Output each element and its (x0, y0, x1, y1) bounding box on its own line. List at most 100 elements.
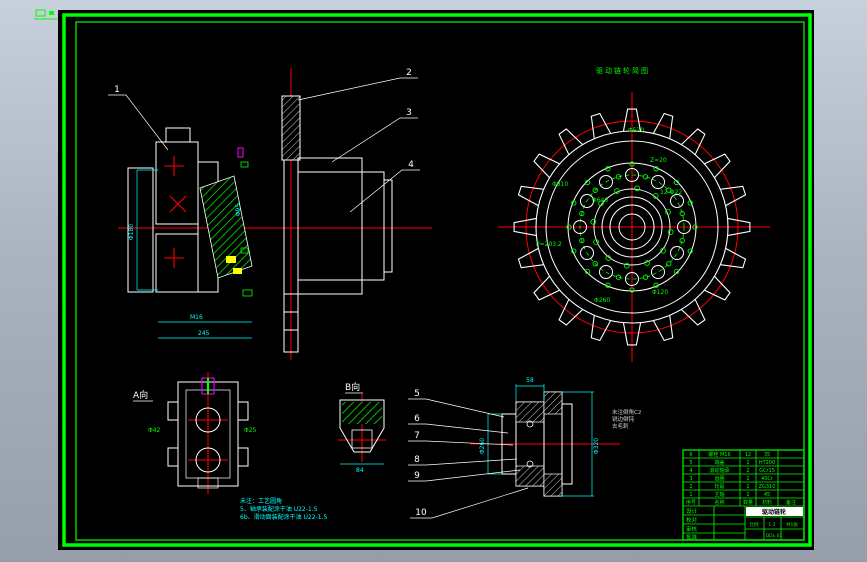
callout-1: 1 (114, 85, 120, 95)
dim-label: M16 (190, 314, 203, 321)
dim-label: 245 (198, 330, 210, 337)
technical-notes: 未注：工艺圆角 5、轴承装配涂干油 U22-1.5 6b、滑动面装配涂干油 U2… (240, 408, 641, 521)
bom-cell: 5 (689, 460, 692, 466)
callout-6: 6 (414, 414, 420, 424)
drawing-frame (62, 13, 812, 547)
dim-label: Φ120 (652, 289, 668, 296)
callout-9: 9 (414, 471, 420, 481)
sprocket-view (513, 108, 751, 346)
title-block-grid (682, 449, 805, 541)
dim-label: Φ95 (235, 204, 242, 217)
dim-label: Φ520 (628, 127, 644, 134)
bom-cell: 6 (689, 452, 692, 458)
bom-cell: 4 (689, 468, 692, 474)
bom-cell: 45 (764, 492, 770, 498)
bom-header-cell: 名称 (714, 499, 724, 506)
bom-cell: 1 (689, 492, 692, 498)
callout-8: 8 (414, 455, 420, 465)
dim-label: Φ25 (244, 427, 257, 434)
bom-cell: 1 (746, 492, 749, 498)
bom-cell: ZG310 (759, 484, 776, 490)
bom-cell: 螺栓 M16 (708, 451, 730, 458)
sheet-info: 共1张 (786, 521, 798, 528)
bolt-circle (579, 174, 685, 280)
bom-cell: 滚动轴承 (709, 467, 729, 474)
side-note-line: 锐边倒钝 (612, 415, 635, 423)
view-b (339, 399, 385, 453)
control-icon[interactable] (49, 11, 54, 15)
bom-cell: GCr15 (759, 468, 775, 474)
approve-label: 批准 (686, 533, 698, 541)
note-line: 6b、滑动面装配涂干油 U22-1.5 (240, 513, 327, 521)
scale-value: 1:2 (768, 522, 775, 528)
drawing-title-note: 驱动链轮简图 (596, 66, 650, 75)
bom-header-cell: 材料 (762, 499, 772, 506)
seal-detail (237, 147, 244, 158)
dim-label: Φ260 (479, 438, 486, 454)
bom-cell: 端盖 (714, 459, 724, 466)
bom-cell: 2 (746, 468, 749, 474)
bom-cell: 2 (689, 484, 692, 490)
scale-label: 比例 (750, 521, 759, 528)
sprocket-inner-holes (590, 185, 674, 269)
dim-label: Φ260 (594, 297, 610, 304)
dim-label: Φ42 (148, 427, 161, 434)
dim-label: Φ640 (592, 197, 608, 204)
window-controls[interactable] (34, 9, 58, 20)
flange-section-view (501, 391, 573, 497)
dim-label: Φ810 (552, 181, 568, 188)
bom-cell: 1 (746, 460, 749, 466)
dim-label: Z=20 (650, 157, 667, 164)
callout-5: 5 (414, 389, 420, 399)
dim-label: Φ180 (128, 224, 135, 240)
control-icon[interactable] (35, 9, 46, 17)
drawing-title-cell[interactable] (746, 507, 803, 516)
dim-label: Φ320 (593, 438, 600, 454)
audit-label: 审核 (686, 525, 698, 533)
sprocket-bolt-holes (573, 168, 691, 286)
drawing-canvas[interactable] (58, 10, 814, 550)
dim-label: P=203.2 (536, 241, 562, 248)
callout-10: 10 (415, 508, 427, 518)
callout-2: 2 (406, 68, 412, 78)
drawing-number: QDL-01 (766, 533, 783, 539)
dim-label: 84 (356, 467, 364, 474)
bom-cell: 轮毂 (714, 483, 724, 490)
bom-header-cell: 数量 (743, 499, 753, 506)
bom-cell: HT200 (759, 460, 775, 466)
bearing-marks (164, 156, 187, 268)
note-line: 未注：工艺圆角 (240, 497, 282, 505)
bom-header-cell: 序号 (686, 499, 696, 506)
design-label: 设计 (686, 507, 698, 515)
callout-4: 4 (408, 160, 414, 170)
callout-numbers: 1 2 3 4 5 6 7 8 9 10 (114, 68, 427, 518)
drawing-title: 驱动链轮 (762, 508, 786, 516)
bom-cell: 12 (745, 452, 751, 458)
callout-leaders (108, 77, 529, 519)
check-label: 校对 (686, 516, 698, 524)
dim-label: 12-Φ22 (660, 189, 682, 196)
left-view-details (164, 147, 253, 297)
bom-cell: 3 (689, 476, 692, 482)
left-section-view (127, 95, 393, 353)
bom-header-cell: 备注 (786, 499, 796, 506)
dimension-lines (136, 169, 594, 497)
dim-label: 58 (526, 377, 534, 384)
view-a (167, 377, 249, 489)
note-line: 5、轴承装配涂干油 U22-1.5 (240, 505, 318, 513)
bom-cell: 40Cr (761, 476, 774, 482)
side-note-line: 未注倒角C2 (612, 408, 641, 416)
view-b-label: B向 (345, 381, 360, 393)
side-note-line: 去毛刺 (612, 422, 629, 430)
bom-cell: 主轴 (714, 491, 724, 498)
dimension-texts: Φ810 Φ640 Z=20 P=203.2 12-Φ22 Φ120 Φ260 … (128, 127, 682, 474)
highlight-block (233, 268, 242, 274)
bom-cell: 35 (764, 452, 770, 458)
sprocket-teeth (513, 108, 751, 346)
highlight-block (226, 256, 236, 263)
bom-cell: 1 (746, 476, 749, 482)
